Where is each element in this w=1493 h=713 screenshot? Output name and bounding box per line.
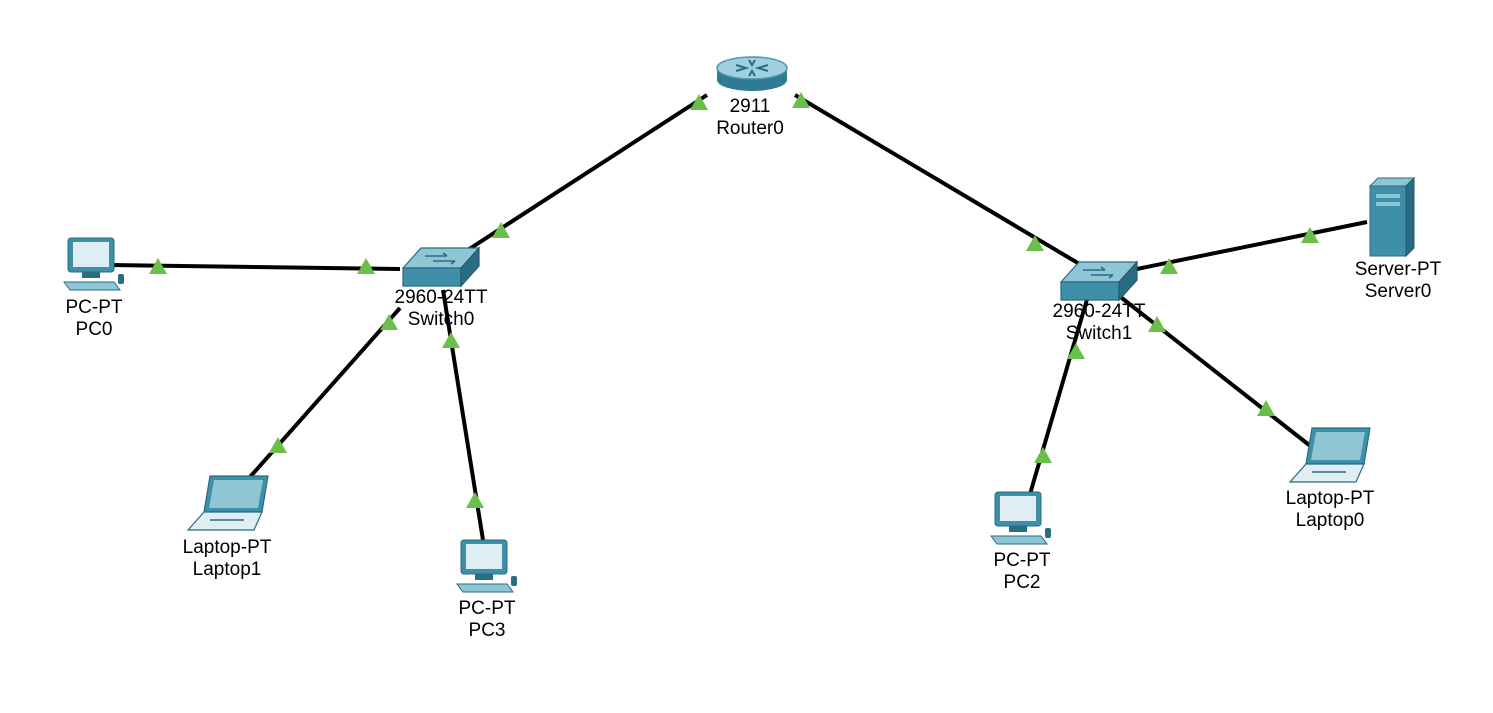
laptop0-label: Laptop-PT Laptop0 <box>1286 488 1375 532</box>
laptop1-model: Laptop-PT <box>182 537 272 558</box>
laptop0-name: Laptop0 <box>1295 510 1365 531</box>
link-status-up-icon <box>149 258 167 274</box>
link-status-up-icon <box>1026 235 1044 251</box>
link-status-up-icon <box>1160 258 1178 274</box>
desktop-pc-icon[interactable] <box>990 491 1051 545</box>
link-router0-switch0[interactable] <box>438 93 709 270</box>
link-status-up-icon <box>1034 447 1052 463</box>
router-icon[interactable] <box>716 56 788 91</box>
router0-label: 2911 Router0 <box>716 96 784 140</box>
link-status-up-icon <box>1148 316 1166 332</box>
laptop-icon[interactable] <box>186 475 269 531</box>
router0-name: Router0 <box>716 118 784 139</box>
switch1-label: 2960-24TT Switch1 <box>1053 301 1146 345</box>
desktop-pc-icon[interactable] <box>456 539 517 593</box>
pc3-model: PC-PT <box>458 598 516 619</box>
link-status-up-icon <box>466 492 484 508</box>
link-status-up-icon <box>492 222 510 238</box>
pc2-label: PC-PT PC2 <box>994 550 1051 594</box>
link-status-up-icon <box>380 314 398 330</box>
switch-icon[interactable] <box>401 246 481 288</box>
desktop-pc-icon[interactable] <box>63 237 124 291</box>
server-icon[interactable] <box>1368 176 1416 258</box>
pc0-label: PC-PT PC0 <box>66 297 123 341</box>
link-status-up-icon <box>1257 400 1275 416</box>
pc3-label: PC-PT PC3 <box>459 598 516 642</box>
switch0-label: 2960-24TT Switch0 <box>395 287 488 331</box>
server0-label: Server-PT Server0 <box>1355 259 1442 303</box>
laptop-icon[interactable] <box>1288 427 1371 483</box>
link-status-up-icon <box>269 437 287 453</box>
link-status-up-icon <box>357 258 375 274</box>
switch0-name: Switch0 <box>407 309 475 330</box>
laptop0-model: Laptop-PT <box>1285 488 1375 509</box>
link-status-up-icon <box>792 92 810 108</box>
link-router0-switch1[interactable] <box>793 93 1100 277</box>
link-switch1-laptop0[interactable] <box>1116 293 1320 454</box>
link-status-up-icon <box>1067 343 1085 359</box>
pc3-name: PC3 <box>468 620 506 641</box>
router0-model: 2911 <box>729 96 771 117</box>
link-layer <box>109 93 1368 541</box>
link-status-up-icon <box>1301 227 1319 243</box>
switch0-model: 2960-24TT <box>394 287 488 308</box>
pc2-model: PC-PT <box>993 550 1051 571</box>
link-status-up-icon <box>690 94 708 110</box>
server0-model: Server-PT <box>1354 259 1442 280</box>
switch-icon[interactable] <box>1059 260 1139 302</box>
pc0-model: PC-PT <box>65 297 123 318</box>
pc0-name: PC0 <box>75 319 113 340</box>
laptop1-name: Laptop1 <box>192 559 262 580</box>
laptop1-label: Laptop-PT Laptop1 <box>183 537 272 581</box>
pc2-name: PC2 <box>1003 572 1041 593</box>
switch1-model: 2960-24TT <box>1052 301 1146 322</box>
server0-name: Server0 <box>1364 281 1432 302</box>
switch1-name: Switch1 <box>1065 323 1133 344</box>
link-status-layer <box>149 92 1319 508</box>
link-status-up-icon <box>442 332 460 348</box>
